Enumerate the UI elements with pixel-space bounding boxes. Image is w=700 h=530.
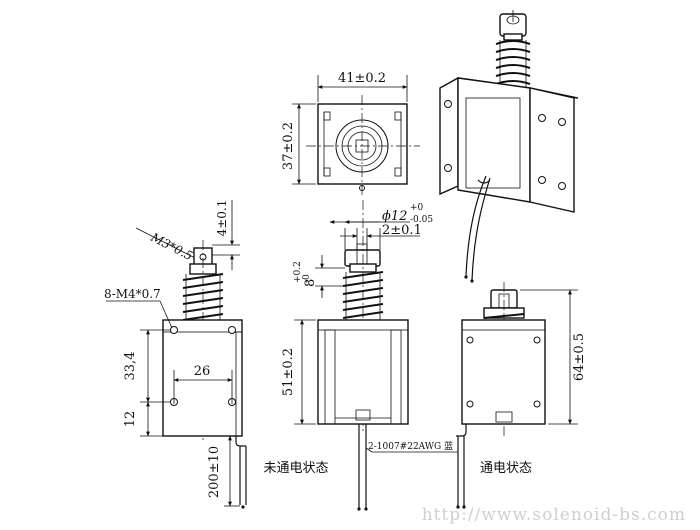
stroke-tolerance-lower: -0	[302, 274, 312, 283]
isometric-view	[439, 10, 579, 283]
unpowered-view: ϕ12 +0 -0.05 2±0.1 8 +0.2 -0	[263, 200, 458, 511]
top-view: 41±0.2 37±0.2	[281, 71, 420, 196]
stroke-tolerance-upper: +0.2	[293, 261, 303, 283]
hole-edge-dimension: 12	[123, 411, 138, 428]
width-dimension: 41±0.2	[338, 71, 386, 86]
mount-holes-note: 8-M4*0.7	[104, 287, 161, 301]
body-length-dimension: 51±0.2	[281, 348, 296, 396]
unpowered-label: 未通电状态	[263, 461, 328, 476]
side-view: M3*0.5 4±0.1 8-M4*0.7 33,4	[104, 200, 247, 509]
pin-offset-dimension: 2±0.1	[382, 223, 422, 238]
diameter-tolerance-lower: -0.05	[410, 215, 433, 225]
height-dimension: 37±0.2	[281, 122, 296, 170]
total-length-dimension: 64±0.5	[572, 333, 587, 381]
hole-horizontal-dimension: 26	[194, 364, 211, 379]
diameter-dimension: ϕ12	[382, 209, 407, 224]
stroke-dimension: 8	[303, 279, 318, 287]
diameter-tolerance-upper: +0	[410, 203, 424, 213]
powered-label: 通电状态	[480, 461, 532, 476]
wire-spec: 2-1007#22AWG 蓝	[368, 440, 453, 452]
lead-length-dimension: 200±10	[207, 446, 222, 498]
watermark: http://www.solenoid-bs.com	[422, 505, 686, 525]
top-length-dimension: 4±0.1	[215, 200, 229, 237]
screw-note: M3*0.5	[148, 230, 195, 263]
powered-view: 64±0.5 通电状态	[456, 282, 587, 509]
hole-vertical-dimension: 33,4	[123, 352, 138, 381]
